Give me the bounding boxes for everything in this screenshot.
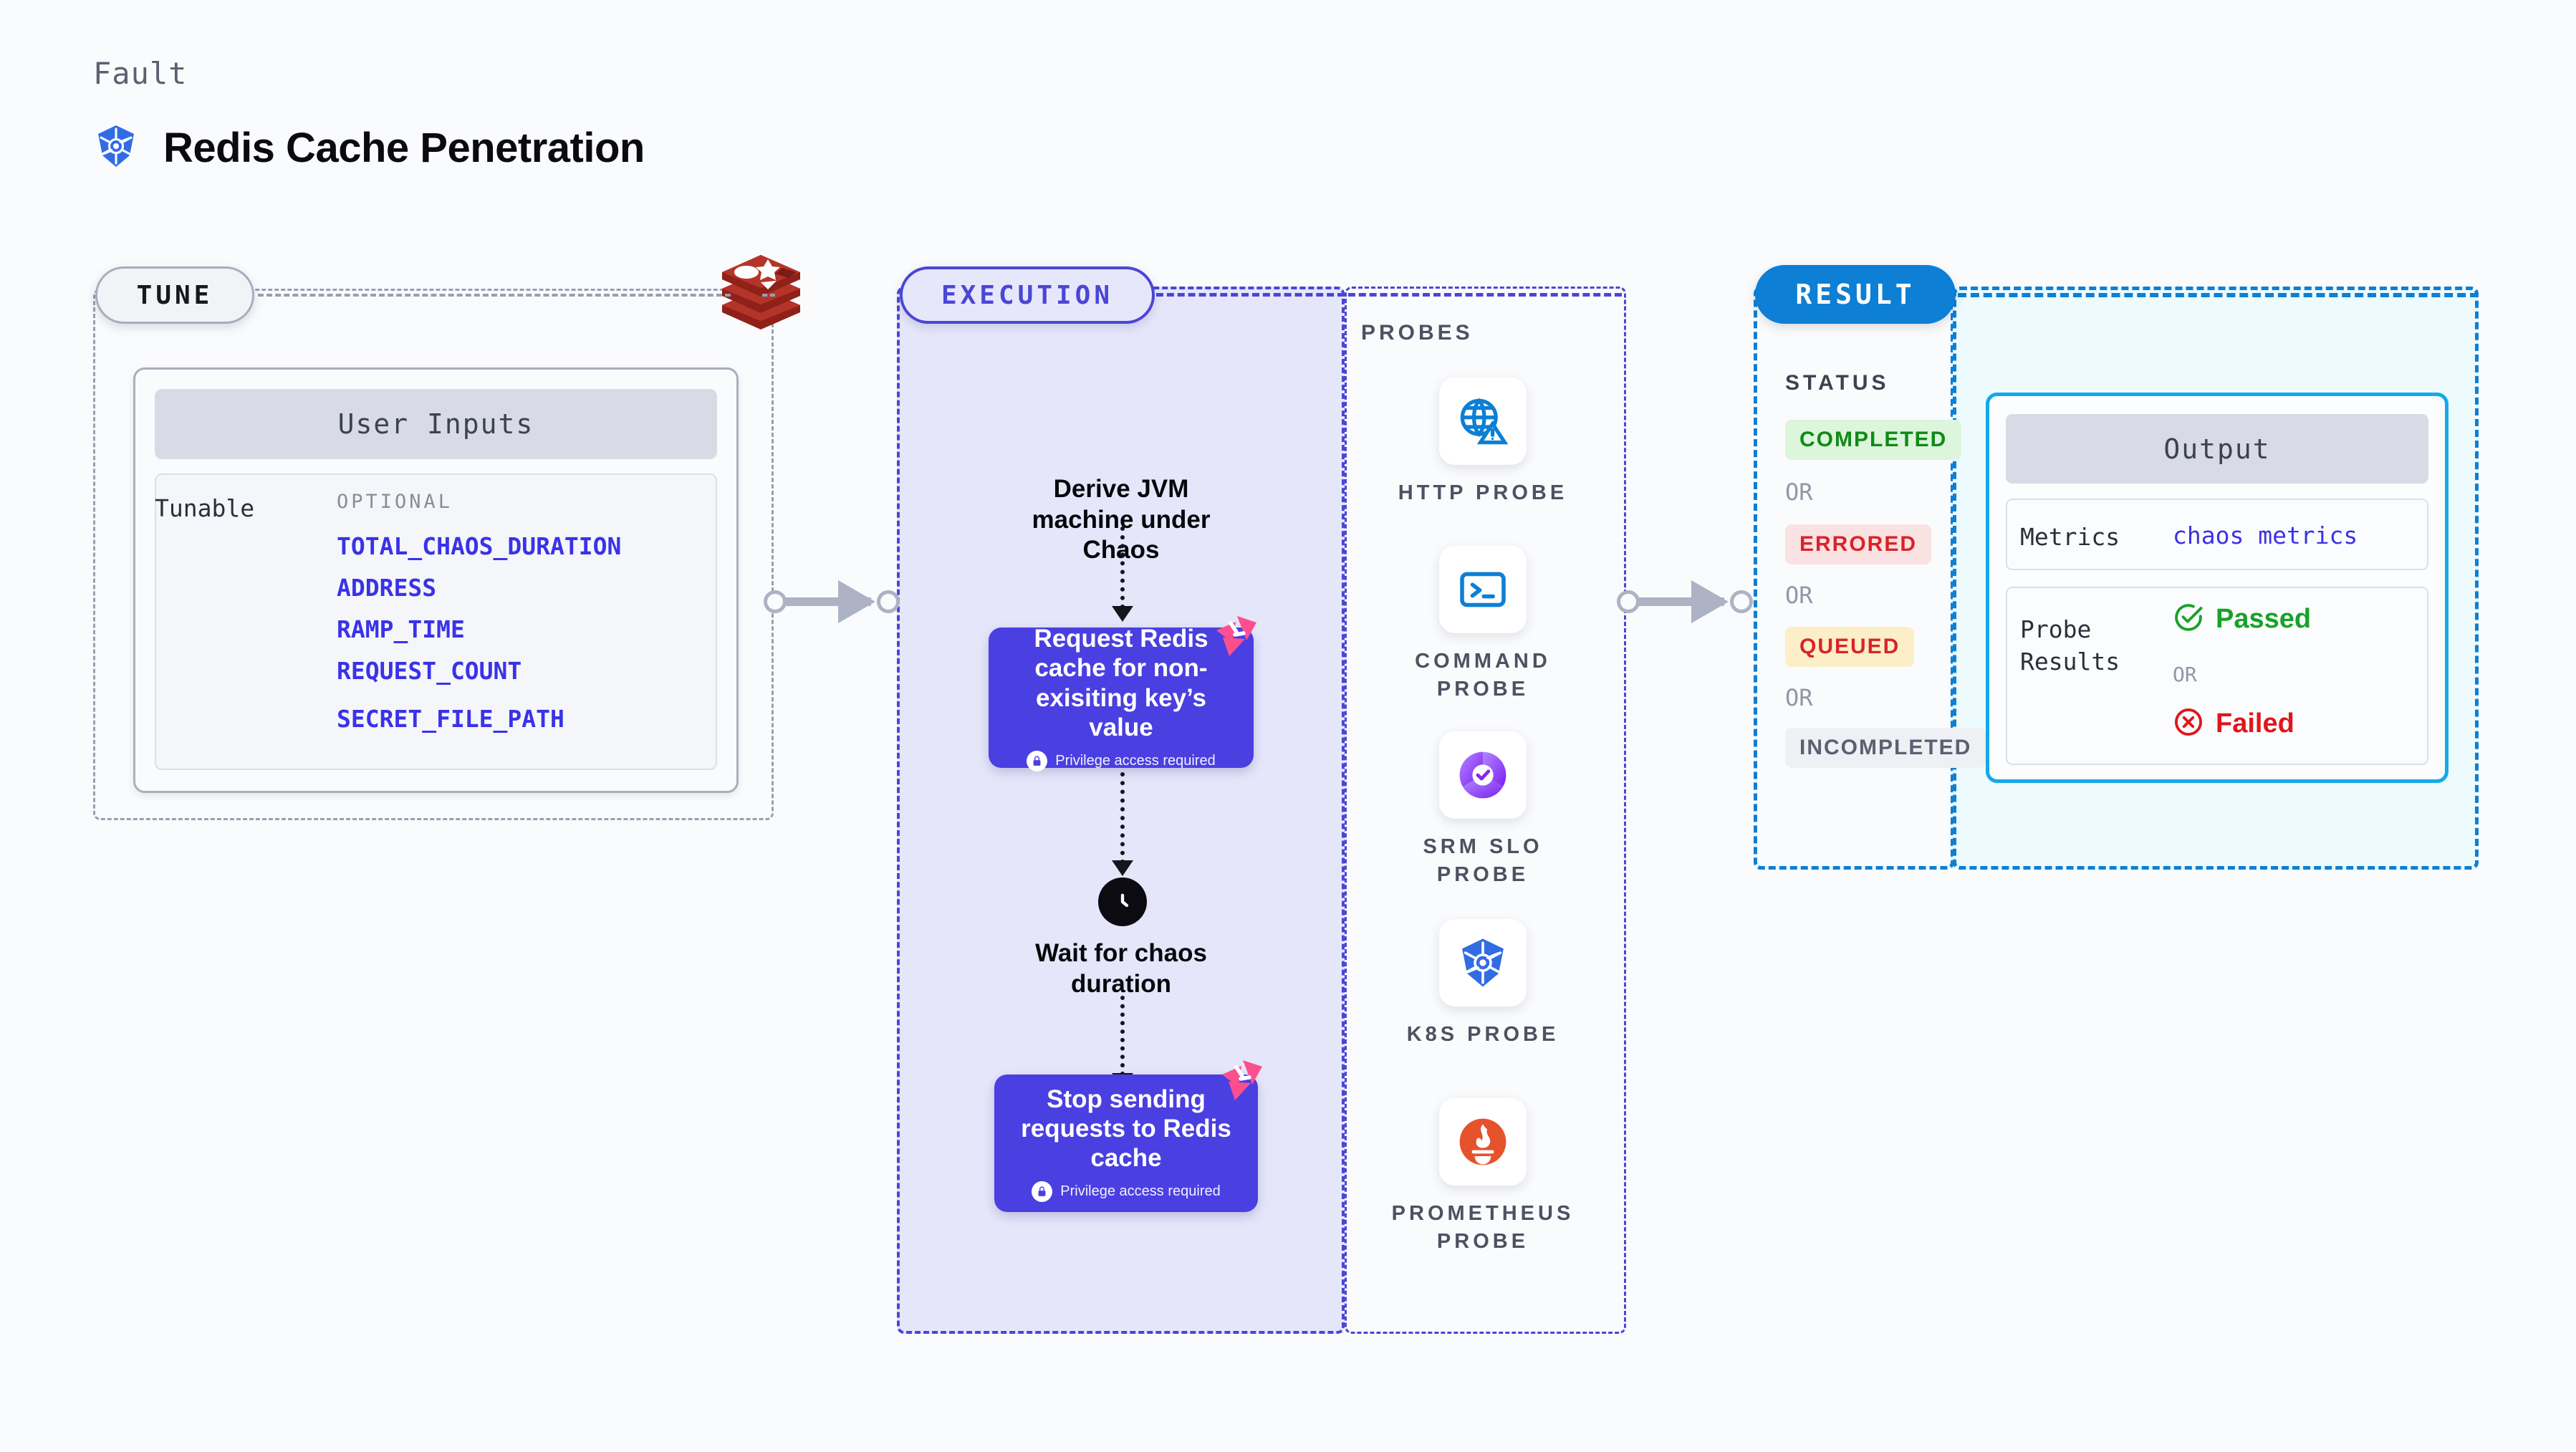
probe-result-passed: Passed xyxy=(2173,602,2311,637)
user-inputs-card-header: User Inputs xyxy=(155,389,717,459)
flow-connector-2 xyxy=(1120,772,1125,864)
execution-pill-label: EXECUTION xyxy=(941,280,1114,310)
probe-result-failed: Failed xyxy=(2173,706,2294,741)
output-probe-results-key-text: Probe Results xyxy=(2020,615,2120,675)
execution-node-label: Request Redis cache for non-exisiting ke… xyxy=(1034,624,1208,741)
probe-result-failed-label: Failed xyxy=(2216,708,2294,739)
status-badge-errored: ERRORED xyxy=(1785,524,1932,564)
status-badge-label: COMPLETED xyxy=(1799,428,1948,451)
user-inputs-title: User Inputs xyxy=(337,408,534,440)
execution-top-connector xyxy=(1156,293,1622,297)
execution-node-request-redis[interactable]: Request Redis cache for non-exisiting ke… xyxy=(989,625,1254,772)
tune-pill[interactable]: TUNE xyxy=(95,266,254,324)
execution-step-label: Wait for chaos duration xyxy=(1035,939,1207,998)
execution-pill[interactable]: EXECUTION xyxy=(900,266,1155,324)
probe-label: SRM SLO PROBE xyxy=(1423,835,1543,887)
execution-node-stop-requests[interactable]: Stop sending requests to Redis cache Pri… xyxy=(994,1074,1258,1212)
kubernetes-icon xyxy=(1439,919,1527,1006)
result-pill[interactable]: RESULT xyxy=(1755,265,1956,324)
output-probe-results-row xyxy=(2006,587,2428,765)
execution-node-label: Stop sending requests to Redis cache xyxy=(1021,1085,1231,1173)
terminal-icon xyxy=(1439,546,1527,633)
probe-label: HTTP PROBE xyxy=(1398,481,1568,504)
output-metrics-key: Metrics xyxy=(2020,523,2120,551)
tune-to-execution-arrow xyxy=(764,580,900,623)
lock-icon xyxy=(1032,1181,1053,1203)
status-or-label: OR xyxy=(1785,684,1813,711)
tunable-variable[interactable]: ADDRESS xyxy=(337,574,437,602)
output-title: Output xyxy=(2163,433,2271,465)
status-badge-completed: COMPLETED xyxy=(1785,420,1962,460)
probe-item-http[interactable]: HTTP PROBE xyxy=(1375,378,1590,507)
prometheus-icon xyxy=(1439,1098,1527,1186)
optional-group-label: OPTIONAL xyxy=(337,491,453,513)
page-title-row: Redis Cache Penetration xyxy=(93,123,645,173)
execution-node-note-row: Privilege access required xyxy=(1032,1181,1221,1203)
output-metrics-value[interactable]: chaos metrics xyxy=(2173,521,2358,549)
probe-label: K8S PROBE xyxy=(1406,1023,1559,1046)
slo-donut-check-icon xyxy=(1439,731,1527,819)
x-circle-icon xyxy=(2173,706,2204,741)
result-status-container xyxy=(1754,287,1954,870)
probes-section-label: PROBES xyxy=(1361,321,1474,345)
page-kicker: Fault xyxy=(93,56,188,91)
output-metrics-row xyxy=(2006,499,2428,570)
output-panel-header: Output xyxy=(2006,414,2428,484)
tunable-variable[interactable]: TOTAL_CHAOS_DURATION xyxy=(337,532,622,560)
user-inputs-card-body xyxy=(155,473,717,770)
connector-dot-left xyxy=(764,590,787,613)
connector-dot-right xyxy=(1730,590,1753,613)
globe-warning-icon xyxy=(1439,378,1527,465)
status-or-label: OR xyxy=(1785,479,1813,506)
status-badge-label: ERRORED xyxy=(1799,532,1918,556)
probe-item-k8s[interactable]: K8S PROBE xyxy=(1375,919,1590,1049)
flow-arrowhead-1 xyxy=(1112,606,1133,622)
tune-top-connector xyxy=(258,294,731,297)
probe-result-passed-label: Passed xyxy=(2216,604,2312,634)
tune-container xyxy=(93,289,774,820)
connector-dot-right xyxy=(877,590,900,613)
connector-dot-left xyxy=(1617,590,1640,613)
status-or-label: OR xyxy=(1785,582,1813,609)
status-badge-label: INCOMPLETED xyxy=(1799,736,1972,759)
execution-node-note-row: Privilege access required xyxy=(1027,751,1216,772)
flow-connector-3 xyxy=(1120,996,1125,1076)
lock-icon xyxy=(1027,751,1048,772)
check-circle-icon xyxy=(2173,602,2204,637)
probe-label: PROMETHEUS PROBE xyxy=(1391,1202,1575,1254)
tunable-label: Tunable xyxy=(155,494,255,522)
kubernetes-icon xyxy=(93,123,139,173)
probe-result-or-label: OR xyxy=(2173,663,2197,686)
probe-item-prometheus[interactable]: PROMETHEUS PROBE xyxy=(1375,1098,1590,1256)
redis-right-connector xyxy=(762,294,775,297)
flow-arrowhead-2 xyxy=(1112,860,1133,876)
status-badge-incompleted: INCOMPLETED xyxy=(1785,728,1986,768)
probe-label: COMMAND PROBE xyxy=(1415,650,1551,701)
output-probe-results-key: Probe Results xyxy=(2020,614,2128,678)
flow-connector-1 xyxy=(1120,527,1125,609)
status-badge-label: QUEUED xyxy=(1799,635,1900,658)
tune-pill-label: TUNE xyxy=(136,280,213,310)
result-top-connector xyxy=(1958,293,2479,297)
tunable-variable[interactable]: REQUEST_COUNT xyxy=(337,657,522,685)
probe-item-srm-slo[interactable]: SRM SLO PROBE xyxy=(1375,731,1590,889)
status-badge-queued: QUEUED xyxy=(1785,627,1915,667)
litmus-chaos-icon xyxy=(1219,1059,1265,1107)
execution-node-note: Privilege access required xyxy=(1055,753,1216,769)
execution-node-note: Privilege access required xyxy=(1060,1183,1221,1200)
redis-logo xyxy=(716,252,806,335)
probe-item-command[interactable]: COMMAND PROBE xyxy=(1375,546,1590,703)
status-section-label: STATUS xyxy=(1785,371,1890,395)
clock-icon xyxy=(1098,878,1147,926)
litmus-chaos-icon xyxy=(1213,615,1259,663)
tunable-variable[interactable]: RAMP_TIME xyxy=(337,615,465,643)
execution-to-result-arrow xyxy=(1617,580,1753,623)
tunable-variable[interactable]: SECRET_FILE_PATH xyxy=(337,705,564,733)
result-pill-label: RESULT xyxy=(1795,279,1916,310)
page-title: Redis Cache Penetration xyxy=(163,125,645,171)
